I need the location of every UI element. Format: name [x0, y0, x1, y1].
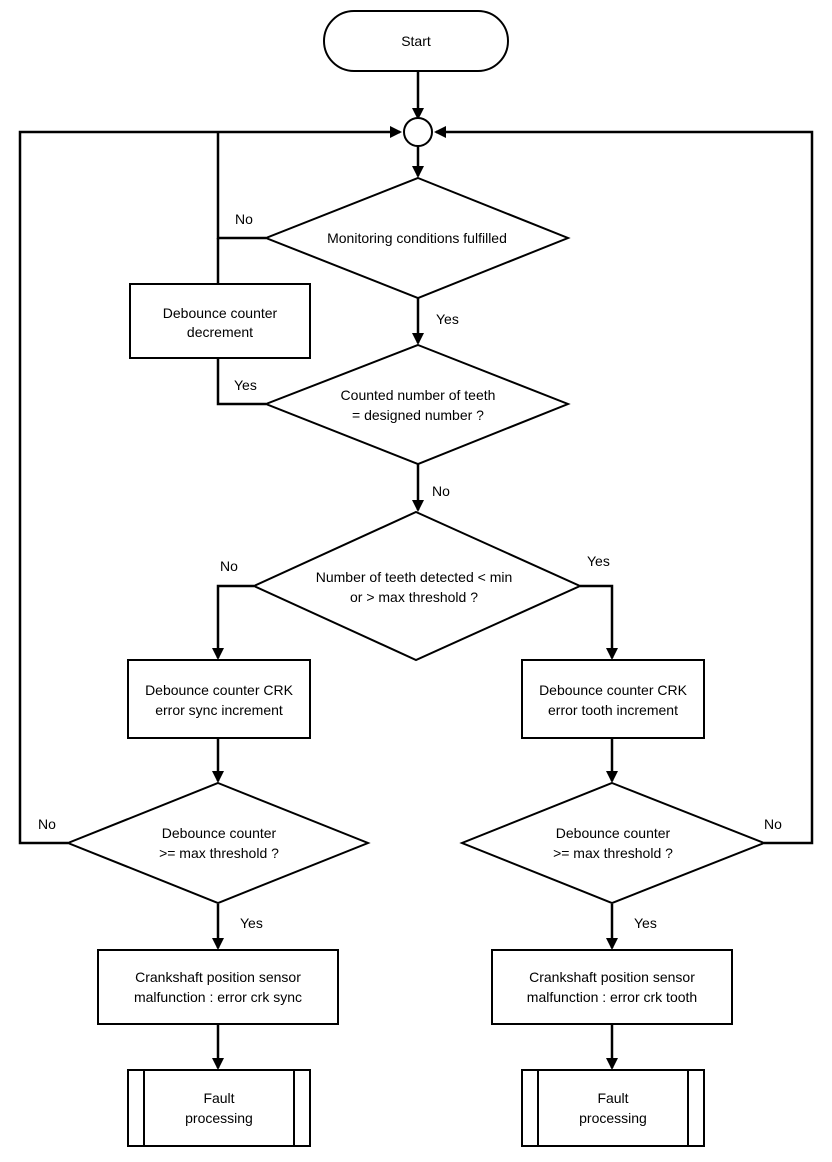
connectors: [18, 72, 814, 1070]
tooth-check-no-label: No: [764, 816, 782, 832]
tooth-check-line-2: >= max threshold ?: [553, 845, 673, 861]
sync-error-line-2: malfunction : error crk sync: [134, 989, 302, 1005]
tooth-increment-line-2: error tooth increment: [548, 702, 678, 718]
fault-right-line-1: Fault: [597, 1090, 628, 1106]
tooth-check-yes-label: Yes: [634, 915, 657, 931]
sync-check-line-2: >= max threshold ?: [159, 845, 279, 861]
sync-increment-line-2: error sync increment: [155, 702, 283, 718]
sync-check-decision: Debounce counter >= max threshold ?: [65, 781, 371, 905]
decrement-line-2: decrement: [187, 324, 253, 340]
monitoring-decision: Monitoring conditions fulfilled: [263, 176, 571, 300]
fault-left-line-1: Fault: [203, 1090, 234, 1106]
decrement-process: Debounce counter decrement: [129, 283, 311, 359]
fault-right-line-2: processing: [579, 1110, 647, 1126]
loop-junction: [403, 117, 433, 147]
tooth-increment-line-1: Debounce counter CRK: [539, 682, 688, 698]
fault-processing-right: Fault processing: [521, 1069, 705, 1147]
sync-check-yes-label: Yes: [240, 915, 263, 931]
threshold-yes-label: Yes: [587, 553, 610, 569]
counted-line-2: = designed number ?: [352, 407, 484, 423]
edge-threshold-no: [212, 584, 254, 660]
fault-processing-left: Fault processing: [127, 1069, 311, 1147]
counted-line-1: Counted number of teeth: [341, 387, 496, 403]
tooth-error-process: Crankshaft position sensor malfunction :…: [491, 949, 733, 1025]
tooth-error-line-1: Crankshaft position sensor: [529, 969, 695, 985]
threshold-line-2: or > max threshold ?: [350, 589, 478, 605]
edge-labels: No Yes Yes No No Yes No Yes No Yes: [38, 211, 782, 931]
fault-left-line-2: processing: [185, 1110, 253, 1126]
sync-error-line-1: Crankshaft position sensor: [135, 969, 301, 985]
monitoring-no-label: No: [235, 211, 253, 227]
nodes: Start Monitoring conditions fulfilled De…: [65, 10, 767, 1147]
edge-sync-check-no: [18, 126, 402, 845]
threshold-no-label: No: [220, 558, 238, 574]
threshold-line-1: Number of teeth detected < min: [316, 569, 513, 585]
tooth-check-line-1: Debounce counter: [556, 825, 671, 841]
tooth-error-line-2: malfunction : error crk tooth: [527, 989, 697, 1005]
sync-increment-line-1: Debounce counter CRK: [145, 682, 294, 698]
counted-yes-label: Yes: [234, 377, 257, 393]
tooth-check-decision: Debounce counter >= max threshold ?: [459, 781, 767, 905]
edge-tooth-check-no: [434, 126, 814, 845]
tooth-increment-process: Debounce counter CRK error tooth increme…: [521, 659, 705, 739]
monitoring-yes-label: Yes: [436, 311, 459, 327]
sync-error-process: Crankshaft position sensor malfunction :…: [97, 949, 339, 1025]
edge-threshold-yes: [580, 584, 618, 660]
decrement-line-1: Debounce counter: [163, 305, 278, 321]
sync-check-no-label: No: [38, 816, 56, 832]
counted-no-label: No: [432, 483, 450, 499]
threshold-decision: Number of teeth detected < min or > max …: [251, 510, 583, 662]
sync-check-line-1: Debounce counter: [162, 825, 277, 841]
start-node: Start: [323, 10, 509, 72]
start-label: Start: [401, 33, 431, 49]
sync-increment-process: Debounce counter CRK error sync incremen…: [127, 659, 311, 739]
edge-counted-yes: [216, 358, 266, 406]
monitoring-label: Monitoring conditions fulfilled: [327, 230, 507, 246]
counted-decision: Counted number of teeth = designed numbe…: [263, 343, 571, 466]
